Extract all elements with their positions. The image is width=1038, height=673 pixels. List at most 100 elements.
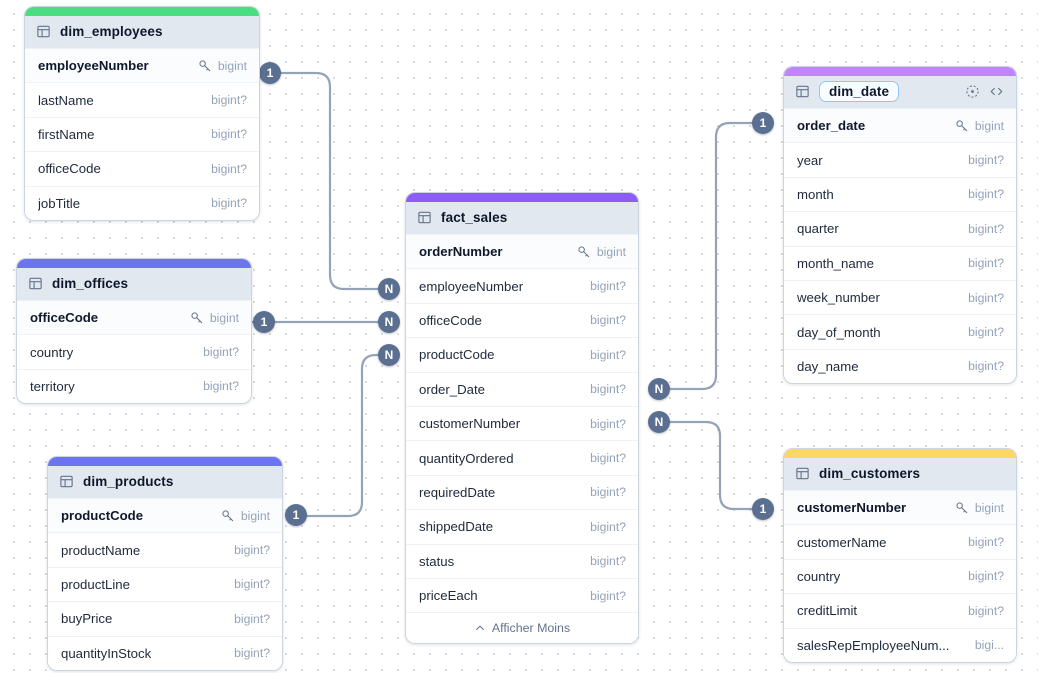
table-icon: [59, 474, 74, 489]
column-type: bigint?: [590, 313, 626, 328]
show-less-button[interactable]: Afficher Moins: [406, 612, 638, 644]
column-row[interactable]: country bigint?: [17, 334, 251, 369]
node-header[interactable]: fact_sales: [406, 202, 638, 234]
column-name: employeeNumber: [38, 58, 149, 74]
node-title[interactable]: dim_offices: [52, 276, 129, 291]
column-name: productCode: [419, 347, 495, 363]
node-title[interactable]: fact_sales: [441, 210, 508, 225]
node-title[interactable]: dim_employees: [60, 24, 163, 39]
node-header[interactable]: dim_products: [48, 466, 282, 498]
column-type: bigint: [974, 118, 1004, 133]
column-meta: bigint?: [582, 589, 626, 603]
column-name: order_Date: [419, 381, 485, 397]
column-name: territory: [30, 378, 75, 394]
column-type: bigint?: [590, 382, 626, 397]
column-name: orderNumber: [419, 244, 503, 260]
column-type: bigint?: [968, 569, 1004, 584]
node-title[interactable]: dim_products: [83, 474, 174, 489]
node-title[interactable]: dim_date: [819, 81, 900, 102]
column-type: bigint?: [968, 535, 1004, 550]
table-icon: [795, 466, 810, 481]
column-meta: bigi...: [967, 638, 1004, 652]
node-title[interactable]: dim_customers: [819, 466, 921, 481]
column-row[interactable]: customerName bigint?: [784, 524, 1016, 559]
column-type: bigint?: [211, 93, 247, 108]
column-name: customerName: [797, 534, 887, 550]
node-header[interactable]: dim_offices: [17, 268, 251, 300]
column-type: bigint?: [968, 359, 1004, 374]
column-type: bigint?: [234, 577, 270, 592]
node-header[interactable]: dim_customers: [784, 458, 1016, 490]
column-meta: bigint?: [195, 345, 239, 359]
node-accent-bar: [406, 193, 638, 202]
node-header[interactable]: dim_employees: [25, 16, 259, 48]
chevron-up-icon: [474, 622, 486, 634]
column-type: bigint: [974, 500, 1004, 515]
column-row[interactable]: salesRepEmployeeNum...bigi...: [784, 627, 1016, 662]
table-icon: [36, 24, 51, 39]
column-meta: bigint?: [195, 379, 239, 393]
table-icon: [795, 84, 810, 99]
column-name: country: [30, 344, 74, 360]
column-meta: bigint?: [582, 382, 626, 396]
column-row[interactable]: order_Date bigint?: [406, 371, 638, 406]
key-icon: [198, 59, 212, 73]
table-icon: [28, 276, 43, 291]
cardinality-badge: N: [648, 411, 670, 433]
column-meta: bigint?: [960, 256, 1004, 270]
column-meta: bigint?: [226, 577, 270, 591]
cardinality-badge: 1: [285, 504, 307, 526]
column-meta: bigint: [947, 119, 1004, 133]
column-meta: bigint: [947, 501, 1004, 515]
key-icon: [221, 509, 235, 523]
column-meta: bigint?: [582, 520, 626, 534]
column-type: bigint?: [211, 196, 247, 211]
node-header[interactable]: dim_date: [784, 76, 1016, 108]
edge-sales-customers: [668, 420, 774, 511]
focus-target-icon[interactable]: [965, 84, 980, 99]
column-name: buyPrice: [61, 611, 113, 627]
column-meta: bigint?: [203, 93, 247, 107]
column-row[interactable]: territory bigint?: [17, 368, 251, 404]
code-brackets-icon[interactable]: [989, 84, 1004, 99]
